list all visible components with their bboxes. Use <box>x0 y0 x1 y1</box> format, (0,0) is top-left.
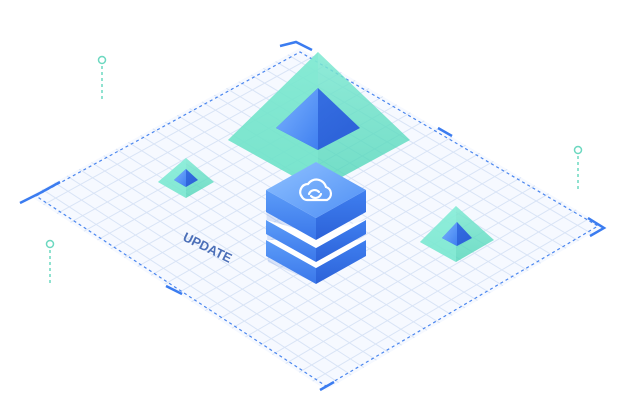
pin-marker-icon <box>97 55 107 102</box>
pin-marker-icon <box>45 239 55 286</box>
corner-brackets <box>19 40 607 392</box>
grid-line <box>231 168 508 329</box>
pyramid-icon <box>420 206 494 262</box>
grid-line <box>298 209 577 373</box>
pin-marker-icon <box>573 145 583 190</box>
grid-line <box>271 193 549 356</box>
pyramid-icon <box>158 158 214 198</box>
pyramid-icon <box>228 52 410 190</box>
cloud-sync-icon <box>299 178 333 202</box>
grid-line <box>245 177 522 338</box>
grid-line <box>285 201 563 364</box>
grid-line <box>258 185 536 347</box>
grid-line <box>312 217 591 382</box>
